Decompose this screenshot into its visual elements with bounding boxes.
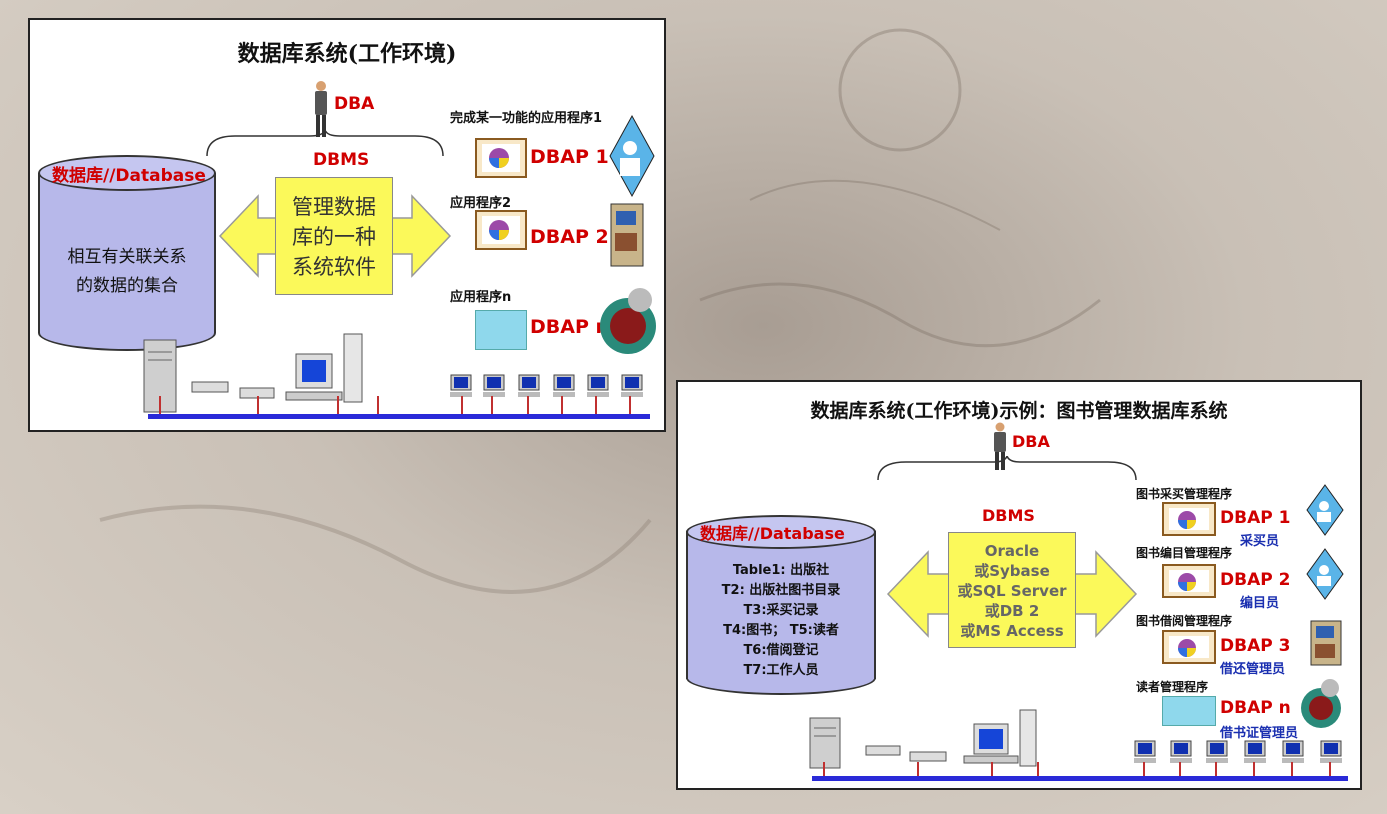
dba-person-icon (315, 81, 327, 137)
table-item: T2: 出版社图书目录 (721, 583, 841, 598)
office-photo-icon (610, 203, 644, 267)
brace-connector (206, 130, 444, 157)
database-cylinder: 数据库//Database Table1: 出版社 T2: 出版社图书目录 T3… (686, 515, 876, 695)
user-photo-icon (609, 114, 655, 198)
dbap3-role: 借还管理员 (1220, 662, 1286, 677)
table-item: T6:借阅登记 (743, 643, 819, 658)
database-label: 数据库//Database (700, 524, 845, 543)
app1-pie-chart-icon (475, 138, 527, 178)
database-description: 相互有关联关系 的数据的集合 (67, 247, 187, 296)
dbms-product: 或Sybase (974, 562, 1050, 580)
app2-caption: 图书编目管理程序 (1136, 546, 1233, 560)
network-drops (823, 762, 1331, 776)
app2-pie-chart-icon (1162, 564, 1216, 598)
dbms-box: 管理数据 库的一种 系统软件 (275, 177, 393, 295)
dbms-product: 或MS Access (960, 622, 1064, 640)
network-bus (148, 414, 650, 419)
dbms-label: DBMS (313, 150, 370, 170)
modem-icon (865, 745, 947, 762)
dba-label: DBA (1012, 432, 1050, 451)
app1-pie-chart-icon (1162, 502, 1216, 536)
table-item: T7:工作人员 (743, 663, 819, 678)
dbms-product: 或DB 2 (984, 602, 1040, 620)
client-pc-icon (1206, 740, 1228, 764)
client-pc-icon (621, 374, 643, 398)
client-pc-icon (1282, 740, 1304, 764)
diagram-panel-library-example: 数据库系统(工作环境)示例：图书管理数据库系统 DBA DBMS 数据库//Da… (676, 380, 1362, 790)
app2-caption: 应用程序2 (450, 196, 512, 211)
client-pc-icon (1170, 740, 1192, 764)
database-label: 数据库//Database (52, 166, 206, 186)
client-pc-icon (587, 374, 609, 398)
client-pc-icon (518, 374, 540, 398)
client-pc-icon (450, 374, 472, 398)
dbms-products-box: Oracle 或Sybase 或SQL Server 或DB 2 或MS Acc… (948, 532, 1076, 648)
workstation-icon (963, 709, 1037, 767)
server-icon (809, 717, 841, 769)
dba-label: DBA (334, 94, 375, 114)
dbap2-label: DBAP 2 (530, 226, 609, 248)
appn-icon (1162, 696, 1216, 726)
brace-connector (877, 456, 1137, 481)
appn-icon (475, 310, 527, 350)
dbap2-role: 编目员 (1240, 596, 1280, 611)
diagram-panel-basic: 数据库系统(工作环境) DBA DBMS 数据库//Database 相互有关联… (28, 18, 666, 432)
dbapn-label: DBAP n (1220, 698, 1291, 718)
dbapn-role: 借书证管理员 (1220, 726, 1299, 741)
app1-caption: 图书采买管理程序 (1136, 487, 1233, 501)
dbap1-label: DBAP 1 (530, 146, 609, 168)
dbap1-label: DBAP 1 (1220, 508, 1291, 528)
app3-pie-chart-icon (1162, 630, 1216, 664)
table-list: Table1: 出版社 T2: 出版社图书目录 T3:采买记录 T4:图书； T… (686, 561, 876, 681)
app3-caption: 图书借阅管理程序 (1136, 614, 1233, 628)
table-item: T3:采买记录 (743, 603, 819, 618)
dbap1-role: 采买员 (1240, 534, 1280, 549)
dbap3-label: DBAP 3 (1220, 636, 1291, 656)
panel-title: 数据库系统(工作环境)示例：图书管理数据库系统 (810, 400, 1228, 422)
office-photo-icon (1310, 620, 1342, 666)
client-pc-icon (1244, 740, 1266, 764)
client-pc-icon (483, 374, 505, 398)
workstation-icon (285, 333, 363, 403)
worker-photo-icon (600, 288, 656, 354)
app1-caption: 完成某一功能的应用程序1 (450, 111, 603, 126)
user-photo-icon (1306, 484, 1344, 536)
appn-caption: 应用程序n (450, 290, 512, 305)
client-pc-icon (1320, 740, 1342, 764)
dbap2-label: DBAP 2 (1220, 570, 1291, 590)
table-item: T4:图书； T5:读者 (723, 623, 839, 638)
dbms-label: DBMS (982, 506, 1035, 525)
client-pc-icon (1134, 740, 1156, 764)
network-bus (812, 776, 1348, 781)
panel-title: 数据库系统(工作环境) (237, 41, 457, 67)
dbms-product: Oracle (984, 542, 1040, 560)
dbapn-label: DBAP n (530, 316, 610, 338)
user-photo-icon (1306, 548, 1344, 600)
worker-photo-icon (1301, 679, 1341, 728)
database-cylinder: 数据库//Database 相互有关联关系 的数据的集合 (38, 155, 216, 351)
app2-pie-chart-icon (475, 210, 527, 250)
table-item: Table1: 出版社 (732, 563, 830, 578)
dbms-product: 或SQL Server (957, 582, 1067, 600)
network-drops (159, 396, 631, 414)
client-pc-icon (553, 374, 575, 398)
appn-caption: 读者管理程序 (1136, 680, 1209, 694)
